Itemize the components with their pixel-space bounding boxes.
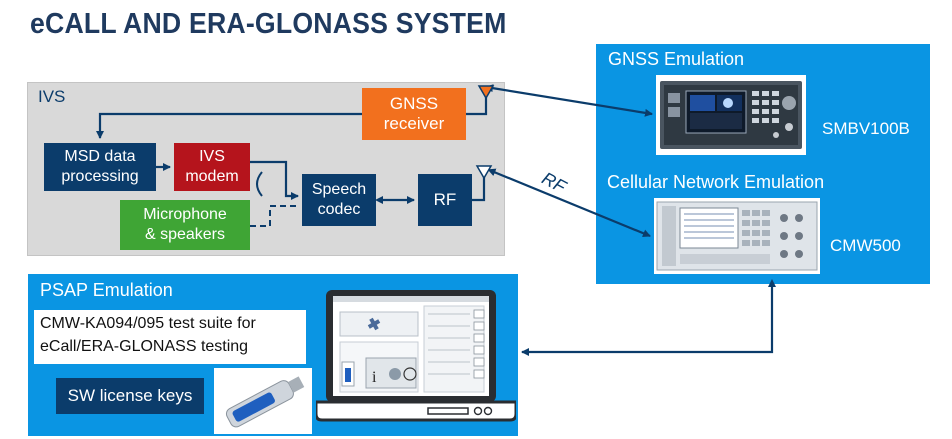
rf-antenna-feed bbox=[472, 176, 486, 202]
smbv100b-image bbox=[656, 75, 806, 155]
sw-license-box: SW license keys bbox=[56, 378, 204, 414]
cmw500-label: CMW500 bbox=[830, 236, 901, 255]
modem-to-codec-arrow bbox=[250, 160, 299, 200]
msd-processing-box: MSD data processing bbox=[44, 143, 156, 191]
ivs-label: IVS bbox=[38, 87, 66, 106]
microphone-link bbox=[250, 205, 298, 227]
psap-label: PSAP Emulation bbox=[40, 280, 173, 300]
svg-text:i: i bbox=[372, 369, 377, 386]
speech-codec-box: Speech codec bbox=[302, 174, 376, 226]
cmw500-image bbox=[654, 198, 820, 274]
audio-loop-arc bbox=[256, 171, 263, 197]
rf-to-cmw-arrow bbox=[487, 168, 651, 238]
gnss-to-msd-arrow bbox=[96, 112, 362, 139]
cmw-to-laptop-arrow bbox=[521, 279, 776, 356]
page-title: eCALL AND ERA-GLONASS SYSTEM bbox=[30, 8, 507, 40]
rf-box: RF bbox=[418, 174, 472, 226]
gnss-emulation-label: GNSS Emulation bbox=[608, 49, 745, 69]
gnss-antenna-feed bbox=[466, 96, 488, 116]
microphone-speakers-box: Microphone & speakers bbox=[120, 200, 250, 250]
gnss-receiver-box: GNSS receiver bbox=[362, 88, 466, 140]
laptop-image: i bbox=[314, 288, 518, 424]
test-suite-box: CMW-KA094/095 test suite for eCall/ERA-G… bbox=[34, 310, 306, 364]
cellular-emulation-label: Cellular Network Emulation bbox=[607, 172, 825, 192]
usb-key-image bbox=[214, 368, 312, 434]
gnss-antenna-icon bbox=[477, 85, 495, 100]
smbv100b-label: SMBV100B bbox=[822, 119, 910, 138]
ivs-modem-box: IVS modem bbox=[174, 143, 250, 191]
rf-antenna-icon bbox=[475, 165, 493, 180]
gnss-to-smbv-arrow bbox=[485, 84, 653, 117]
